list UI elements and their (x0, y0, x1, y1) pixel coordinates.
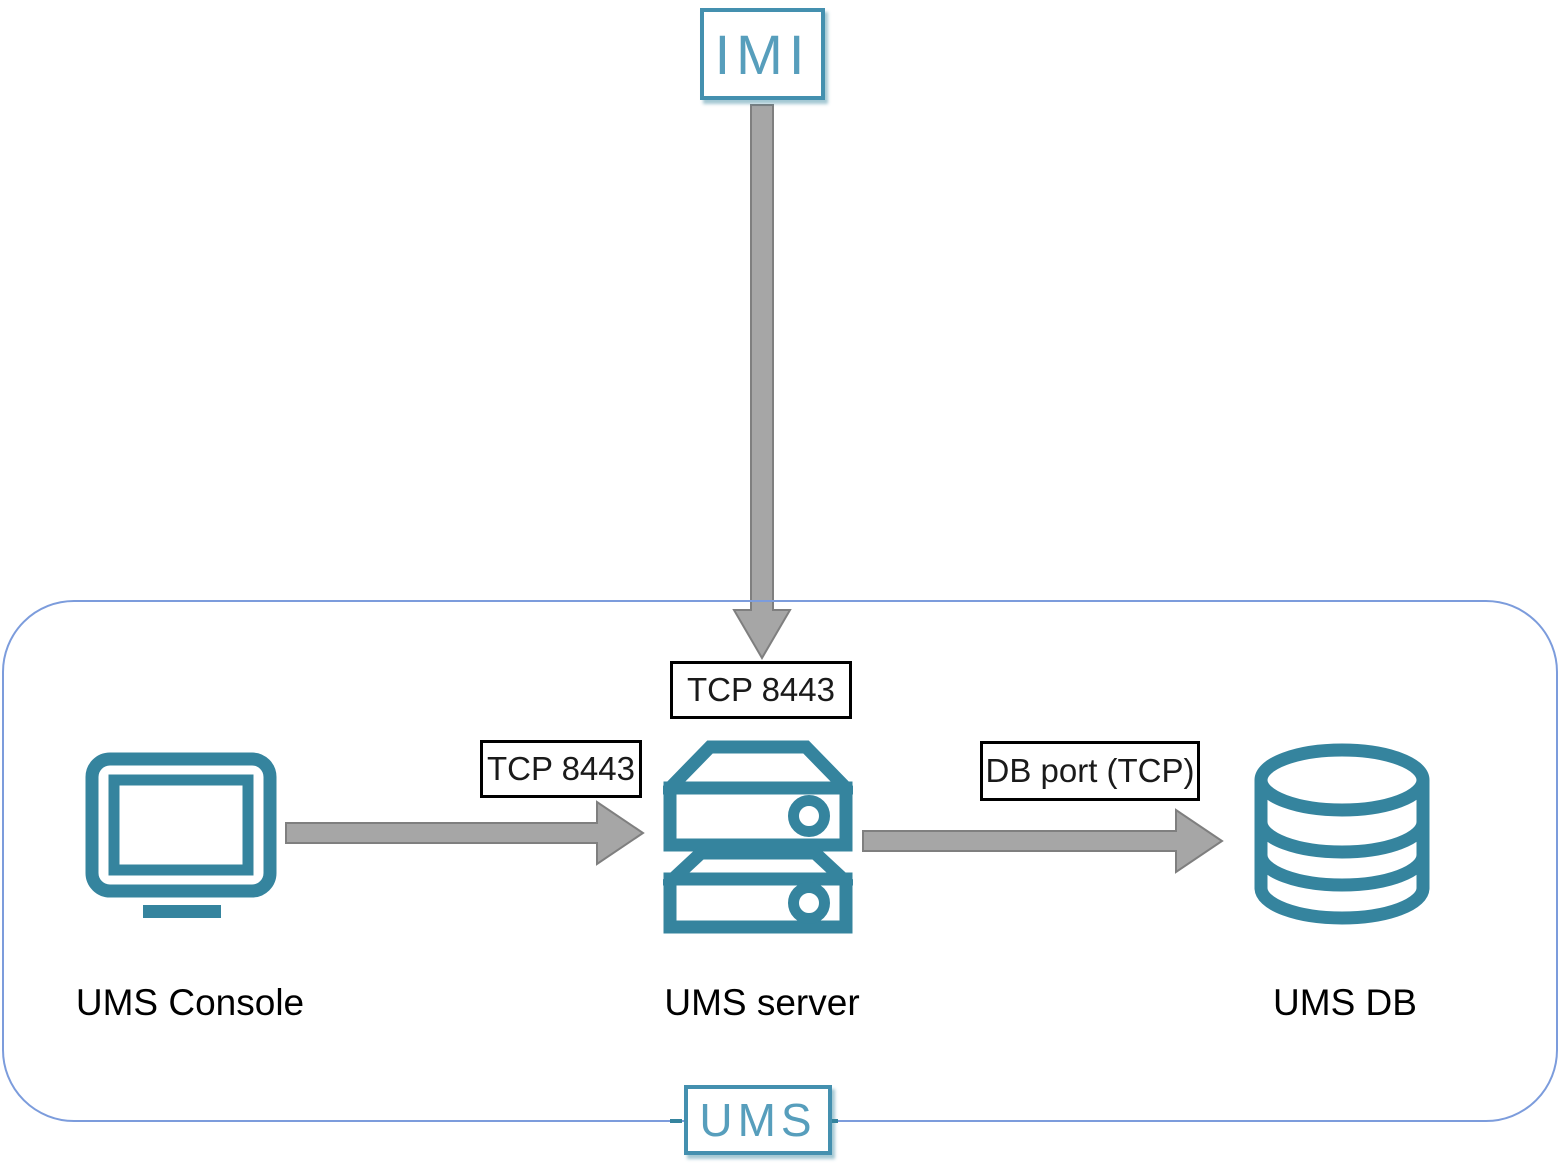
caption-text: UMS Console (75, 982, 305, 1023)
port-label-text: TCP 8443 (487, 750, 635, 787)
database-icon (1254, 743, 1430, 925)
caption-text: UMS DB (1273, 982, 1417, 1023)
caption-text: UMS server (664, 982, 860, 1023)
arrow-console-to-server (285, 800, 645, 866)
node-imi: IMI (700, 8, 825, 100)
port-label-imi-to-server: TCP 8443 (670, 661, 852, 719)
monitor-icon (85, 752, 277, 918)
port-label-console-to-server: TCP 8443 (480, 740, 642, 798)
port-label-text: TCP 8443 (687, 671, 835, 708)
arrow-server-to-db (862, 808, 1224, 874)
port-label-text: DB port (TCP) (985, 752, 1195, 789)
label-ums-db: UMS DB (1155, 982, 1535, 1024)
port-label-server-to-db: DB port (TCP) (980, 741, 1200, 801)
boundary-tag-ums: UMS (684, 1085, 832, 1155)
boundary-tag-stub-right (826, 1119, 838, 1123)
server-rack-icon (663, 740, 853, 934)
boundary-tag-stub-left (670, 1119, 682, 1123)
boundary-tag-label: UMS (699, 1094, 817, 1146)
label-ums-server: UMS server (572, 982, 952, 1024)
arrow-imi-to-ums-server (732, 104, 792, 660)
node-imi-label: IMI (714, 22, 811, 86)
label-ums-console: UMS Console (0, 982, 380, 1024)
